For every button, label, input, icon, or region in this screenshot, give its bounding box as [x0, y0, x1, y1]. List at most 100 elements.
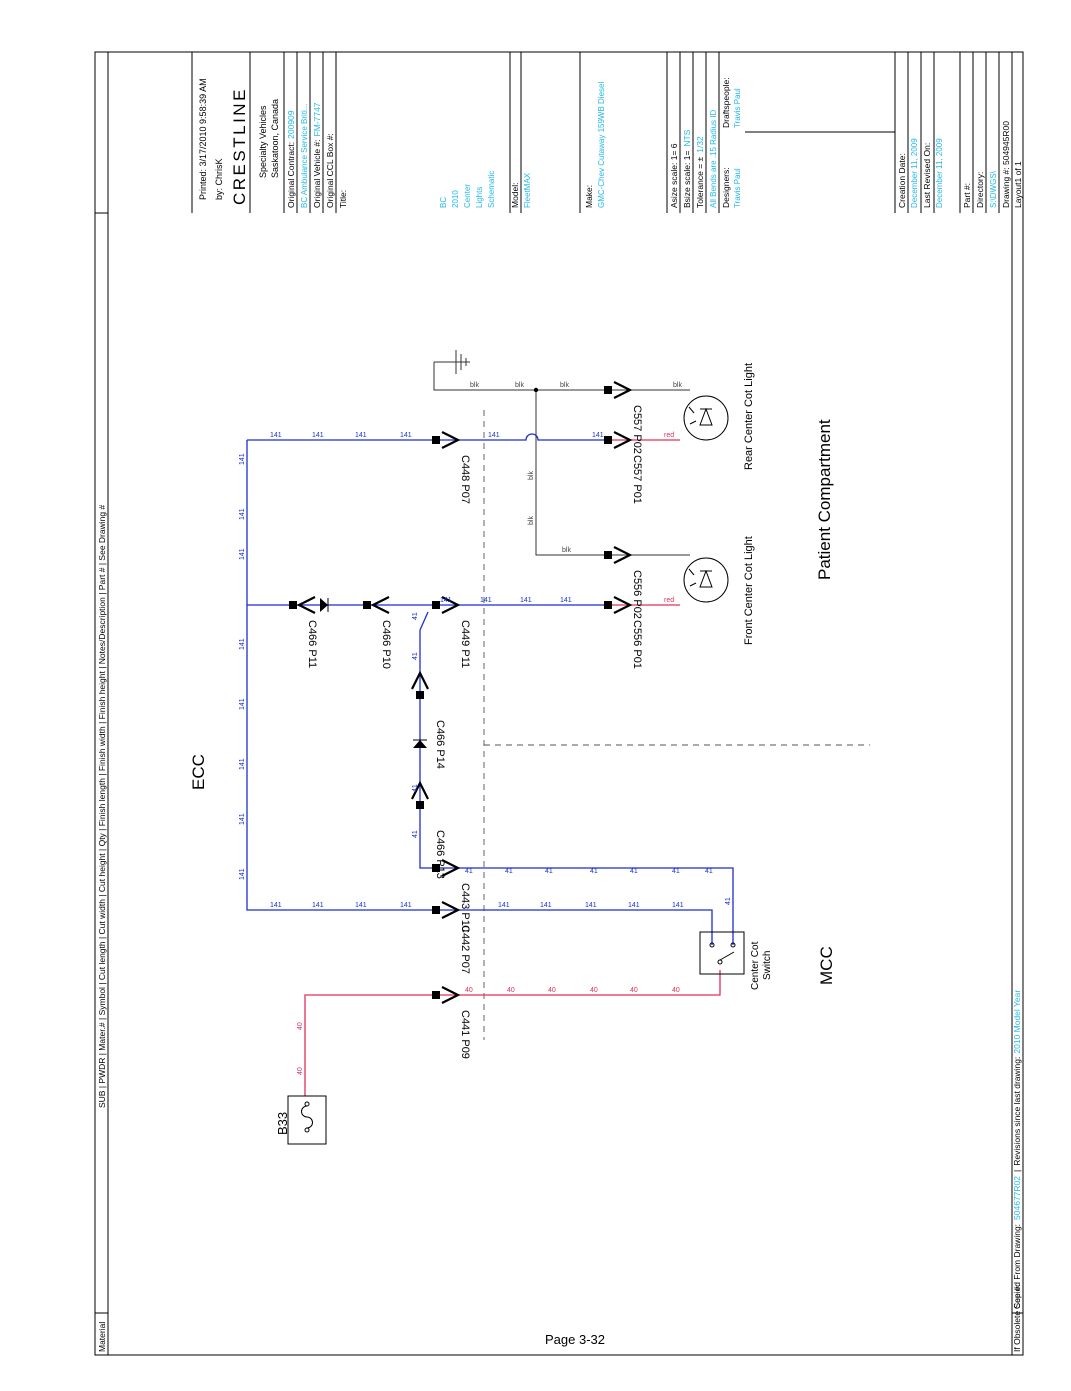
- wire-40: [304, 970, 721, 1096]
- draftspeople-label: Draftspeople:: [721, 77, 731, 128]
- wire-number-label: blk: [528, 471, 535, 480]
- connector: C441 P09: [432, 986, 471, 1059]
- ground-icon: [455, 350, 467, 374]
- directory-value: S:\DWGS\: [989, 170, 998, 208]
- wire-number-label: 141: [585, 902, 597, 909]
- wire-number-label: blk: [562, 547, 571, 554]
- bom-columns: SUB | PWDR | Mater.# | Symbol | Cut leng…: [97, 505, 107, 1108]
- connector-label: C557 P01: [631, 455, 643, 504]
- diode-icon: [320, 598, 329, 612]
- b33-fuse: [287, 1095, 327, 1145]
- b33-label: B33: [275, 1112, 290, 1135]
- connector-label: C556 P01: [631, 620, 643, 669]
- wire-number-label: 41: [590, 868, 598, 875]
- wire-number-label: 41: [545, 868, 553, 875]
- wire-141-rear: [247, 433, 605, 441]
- connector-label: C466 P13: [434, 830, 446, 879]
- title-lines: BC 2010 Center Lights Schematic: [439, 171, 496, 208]
- wire-number-label: 40: [630, 987, 638, 994]
- wire-number-label: 41: [725, 897, 732, 905]
- wire-number-label: red: [664, 432, 674, 439]
- wire-number-label: blk: [560, 382, 569, 389]
- wire-number-label: 141: [440, 597, 452, 604]
- wire-number-label: 41: [412, 652, 419, 660]
- wire-number-label: blk: [673, 382, 682, 389]
- wire-number-label: blk: [470, 382, 479, 389]
- wire-number-label: 141: [270, 902, 282, 909]
- wire-number-label: 141: [520, 597, 532, 604]
- make-value: GMC-Chev Cutaway 159WB Diesel: [597, 82, 606, 208]
- wire-number-label: 141: [312, 432, 324, 439]
- wire-number-label: 141: [355, 432, 367, 439]
- wire-number-label: 40: [672, 987, 680, 994]
- wire-number-label: 141: [540, 902, 552, 909]
- wire-number-label: 41: [705, 868, 713, 875]
- wire-number-label: 141: [400, 902, 412, 909]
- wire-number-label: 41: [672, 868, 680, 875]
- connector: C449 P11: [432, 596, 471, 668]
- wire-number-label: 141: [239, 698, 246, 710]
- crestline-logo: CRESTLINE: [230, 87, 249, 205]
- connector-label: C448 P07: [459, 455, 471, 504]
- wire-number-label: 41: [412, 830, 419, 838]
- title-line: 2010: [451, 190, 460, 208]
- rear-light-label: Rear Center Cot Light: [743, 363, 755, 470]
- front-cot-light-icon: [683, 557, 729, 603]
- connector-label: C442 P07: [459, 925, 471, 974]
- bends-note: All Bends are .15 Radius ID: [709, 110, 718, 208]
- layout-label: Layout1 of 1: [1013, 161, 1023, 208]
- connector-label: C466 P11: [306, 620, 318, 668]
- diode-icon: [413, 739, 427, 748]
- wire-number-label: 40: [297, 1022, 304, 1030]
- connector: C443 P10: [432, 859, 471, 932]
- center-cot-switch[interactable]: [699, 931, 745, 975]
- wire-number-label: 141: [498, 902, 510, 909]
- model-value: FleetMAX: [523, 172, 532, 208]
- connector: C466 P11: [289, 596, 318, 668]
- title-block: [191, 52, 1000, 213]
- mcc-section-label: MCC: [817, 946, 836, 985]
- creation-label: Creation Date:: [897, 153, 907, 208]
- wire-ground-front: [535, 390, 690, 556]
- contract-row: Original Contract:200909: [286, 110, 296, 208]
- ecc-section-label: ECC: [189, 754, 208, 790]
- wire-number-label: 141: [239, 813, 246, 825]
- designers-label: Designers:: [721, 167, 731, 208]
- connector: C556 P01: [604, 596, 643, 669]
- part-label: Part #:: [962, 183, 972, 208]
- patient-compartment-label: Patient Compartment: [815, 419, 834, 580]
- wire-number-label: 141: [480, 597, 492, 604]
- page-label: Page 3-32: [545, 1332, 605, 1347]
- drawing-number: Drawing #: 504945R00: [1001, 121, 1011, 208]
- wire-41-branch: [419, 611, 429, 631]
- connector-label: C466 P14: [434, 720, 446, 769]
- bsize-scale: Bsize scale: 1=NTS: [682, 129, 692, 208]
- wire-number-label: 41: [412, 612, 419, 620]
- revised-value: December 11, 2009: [935, 138, 944, 208]
- wire-number-label: 40: [548, 987, 556, 994]
- wire-number-label: 141: [312, 902, 324, 909]
- draftspeople-value: Travis Paul: [733, 88, 742, 128]
- wire-number-label: 141: [239, 868, 246, 880]
- tolerance: Tolerance = ±1/32: [695, 136, 705, 208]
- wire-number-label: 141: [270, 432, 282, 439]
- wire-number-label: 141: [628, 902, 640, 909]
- switch-label-2: Switch: [762, 951, 773, 980]
- wire-number-label: red: [664, 597, 674, 604]
- connector: C466 P14: [411, 670, 446, 769]
- ccl-row: Original CCL Box #:: [325, 133, 335, 208]
- copied-from-label: Copied From Drawing:504677R02|Revisions …: [1012, 990, 1022, 1309]
- creation-value: December 11, 2009: [910, 138, 919, 208]
- wire-number-label: 141: [400, 432, 412, 439]
- wire-number-label: 41: [505, 868, 513, 875]
- wire-number-label: blk: [528, 516, 535, 525]
- wire-number-label: blk: [515, 382, 524, 389]
- connector: C442 P07: [432, 901, 471, 974]
- wire-number-label: 141: [239, 508, 246, 520]
- wire-number-label: 40: [297, 1067, 304, 1075]
- connector: C466 P13: [411, 780, 446, 879]
- wire-number-label: 40: [507, 987, 515, 994]
- wire-number-label: 141: [672, 902, 684, 909]
- drawing-frame: [94, 51, 1024, 1356]
